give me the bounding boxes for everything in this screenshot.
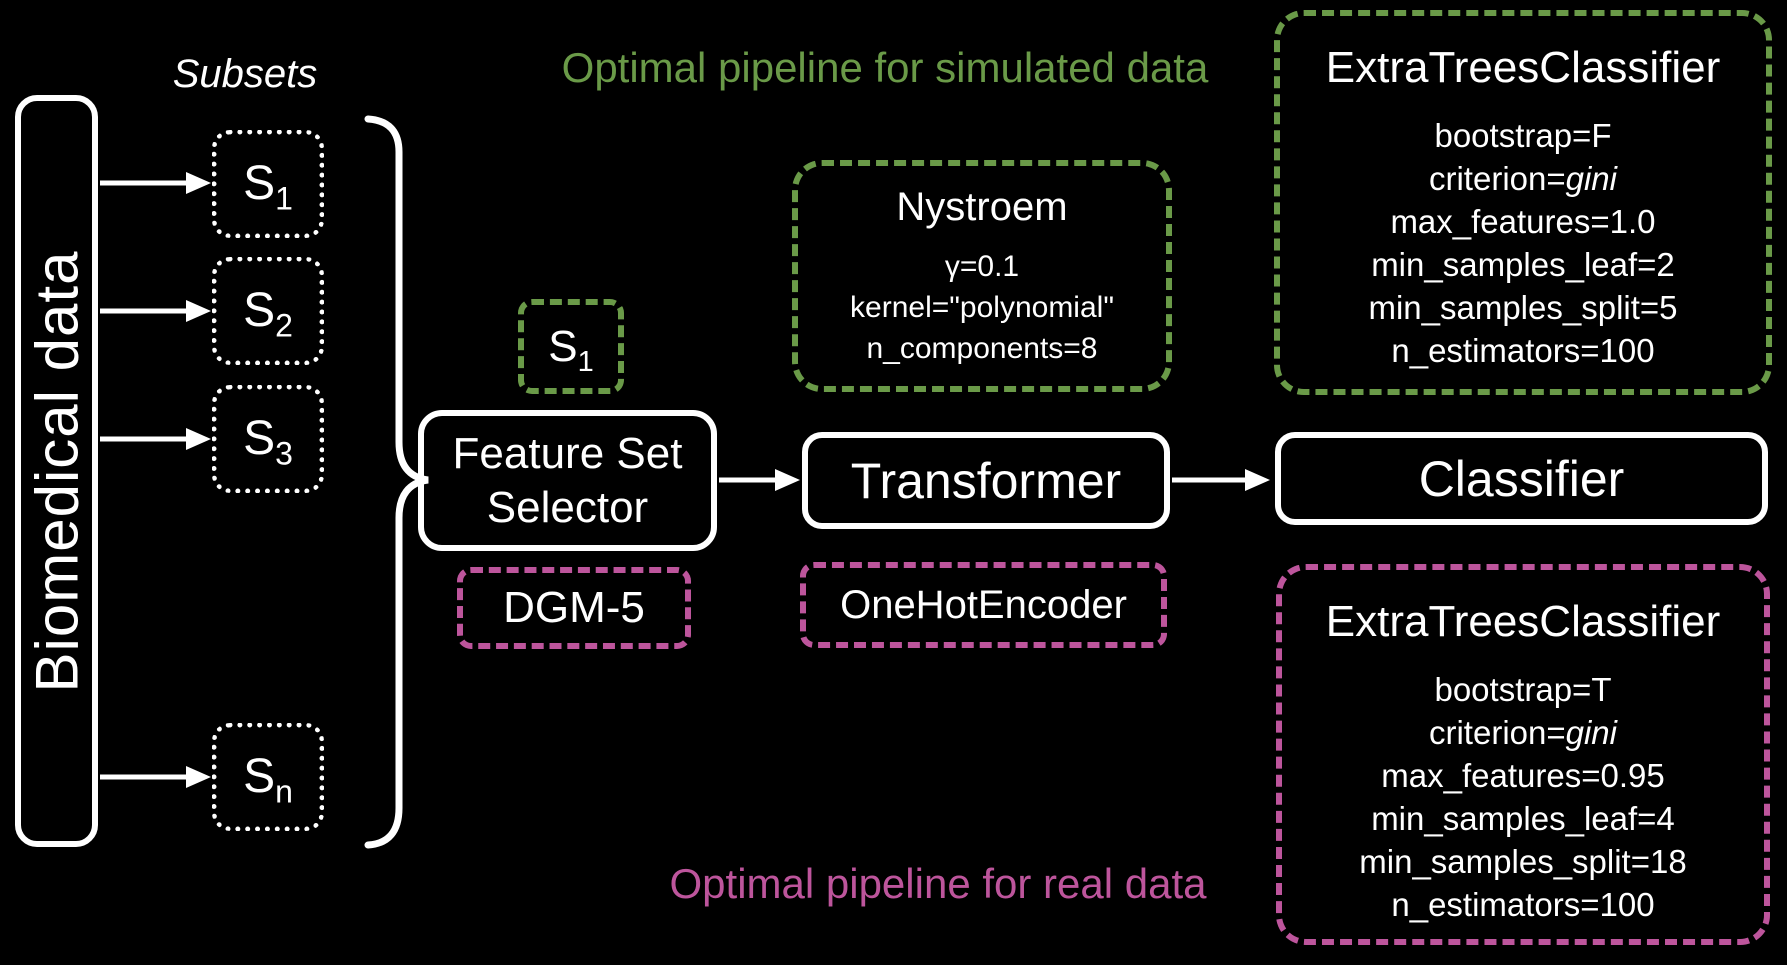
selected-subset-box-simulated: S1 <box>518 299 624 394</box>
extratrees-simulated-box: ExtraTreesClassifier bootstrap=F criteri… <box>1274 10 1772 395</box>
selected-subset-label: S1 <box>548 321 594 378</box>
extratrees-simulated-title: ExtraTreesClassifier <box>1325 43 1721 92</box>
nystroem-box: Nystroem γ=0.1 kernel="polynomial" n_com… <box>792 160 1172 392</box>
extratrees-real-title: ExtraTreesClassifier <box>1325 597 1721 646</box>
simulated-pipeline-heading: Optimal pipeline for simulated data <box>561 44 1209 91</box>
arrow-biomedical-to-s2 <box>100 300 211 322</box>
extratrees-simulated-params: bootstrap=F criterion=gini max_features=… <box>1368 117 1678 369</box>
arrow-transformer-to-classifier <box>1172 469 1270 491</box>
arrow-biomedical-to-s3 <box>100 428 211 450</box>
classifier-label: Classifier <box>1418 450 1625 507</box>
feature-set-selector-label: Feature Set Selector <box>452 428 683 532</box>
biomedical-data-box: Biomedical data <box>15 95 98 847</box>
nystroem-params: γ=0.1 kernel="polynomial" n_components=8 <box>850 250 1114 365</box>
subset-label-s3: S3 <box>243 412 293 472</box>
arrow-fss-to-transformer <box>719 469 800 491</box>
subset-box-s1: S1 <box>212 130 324 238</box>
real-pipeline-heading: Optimal pipeline for real data <box>669 860 1207 907</box>
onehotencoder-label: OneHotEncoder <box>840 583 1127 627</box>
criterion-param: criterion=gini <box>1428 714 1617 751</box>
transformer-box: Transformer <box>802 432 1170 529</box>
subsets-heading: Subsets <box>172 52 318 96</box>
transformer-label: Transformer <box>850 452 1122 509</box>
arrow-biomedical-to-sn <box>100 766 211 788</box>
subset-label-s1: S1 <box>243 157 293 217</box>
selected-feature-set-box-real: DGM-5 <box>457 567 691 649</box>
subset-brace <box>364 115 429 849</box>
onehotencoder-box: OneHotEncoder <box>800 562 1167 648</box>
nystroem-title: Nystroem <box>896 185 1068 229</box>
subset-box-s2: S2 <box>212 257 324 365</box>
arrow-biomedical-to-s1 <box>100 172 211 194</box>
classifier-box: Classifier <box>1275 432 1768 525</box>
subset-label-s2: S2 <box>243 284 293 344</box>
criterion-param: criterion=gini <box>1428 160 1617 197</box>
extratrees-real-params: bootstrap=T criterion=gini max_features=… <box>1359 671 1687 923</box>
subset-label-sn: Sn <box>243 750 293 810</box>
feature-set-selector-box: Feature Set Selector <box>418 410 717 551</box>
selected-feature-set-label: DGM-5 <box>503 583 645 632</box>
subset-box-sn: Sn <box>212 723 324 831</box>
extratrees-real-box: ExtraTreesClassifier bootstrap=T criteri… <box>1276 564 1770 945</box>
biomedical-data-label: Biomedical data <box>23 250 91 692</box>
subset-box-s3: S3 <box>212 385 324 493</box>
